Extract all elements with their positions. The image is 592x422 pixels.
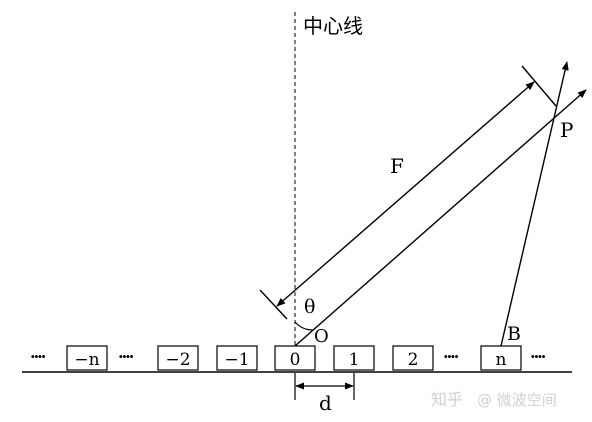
- element-box-1: 1: [333, 345, 375, 371]
- element-box-2: 2: [392, 345, 434, 371]
- centerline-label: 中心线: [303, 14, 363, 38]
- element-box-0: 0: [274, 345, 316, 371]
- ray-b-to-p: [500, 61, 569, 347]
- force-arrow: [276, 81, 535, 307]
- element-box-minus-n: −n: [66, 345, 108, 371]
- element-label: 1: [349, 350, 360, 370]
- element-label: −2: [165, 350, 190, 370]
- element-box-n: n: [480, 345, 522, 371]
- wavefront-bottom: [259, 289, 288, 320]
- angle-arc: [294, 321, 314, 331]
- origin-label: O: [314, 326, 329, 347]
- element-label: −1: [224, 350, 249, 370]
- element-label: −n: [74, 350, 99, 370]
- element-label: 2: [408, 350, 419, 370]
- ray-origin-to-p: [294, 89, 587, 347]
- ellipsis-mid-left: ····: [118, 347, 134, 366]
- watermark-author: @ 微波空间: [477, 391, 557, 409]
- ellipsis-mid-right: ····: [443, 347, 459, 366]
- element-label: n: [496, 350, 507, 370]
- ellipsis-left: ····: [30, 347, 46, 366]
- element-box-minus-2: −2: [157, 345, 199, 371]
- element-label: 0: [290, 350, 301, 370]
- point-b-label: B: [507, 323, 521, 345]
- force-label: F: [390, 154, 404, 178]
- point-p-label: P: [560, 118, 573, 142]
- element-box-minus-1: −1: [216, 345, 258, 371]
- wavefront-top: [521, 65, 557, 107]
- watermark-site: 知乎: [431, 390, 463, 409]
- ellipsis-right: ····: [530, 347, 546, 366]
- spacing-label: d: [319, 391, 332, 415]
- angle-label: θ: [304, 296, 315, 318]
